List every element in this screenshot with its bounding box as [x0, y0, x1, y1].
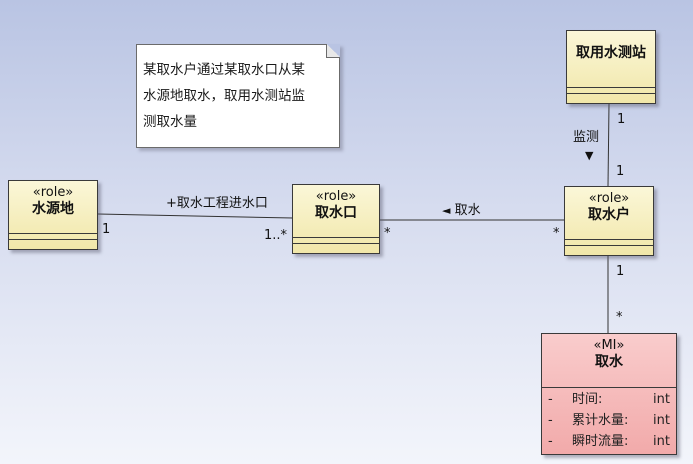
association-source-intake[interactable] — [97, 213, 294, 219]
attribute-row[interactable]: - 累计水量: int — [548, 412, 670, 430]
multiplicity-user-top: 1 — [616, 164, 625, 179]
stereotype-role: «role» — [32, 185, 74, 200]
attribute-name: 时间: — [572, 392, 603, 407]
association-name-monitor: 监测 — [573, 130, 600, 145]
class-water-source[interactable]: «role» 水源地 — [8, 180, 98, 250]
note-line-1: 某取水户通过某取水口从某 — [143, 62, 305, 78]
attribute-row[interactable]: - 时间: int — [548, 391, 670, 409]
attribute-type: int — [653, 413, 670, 428]
association-name-text: 取水 — [454, 203, 481, 218]
class-name: 取用水测站 — [576, 45, 646, 61]
compartment-divider — [9, 233, 97, 234]
compartment-divider — [9, 239, 97, 240]
compartment-divider — [542, 387, 676, 388]
class-monitoring-station[interactable]: 取用水测站 — [566, 30, 656, 104]
class-intake[interactable]: «role» 取水口 — [292, 184, 380, 254]
attribute-row[interactable]: - 瞬时流量: int — [548, 433, 670, 451]
attribute-name: 瞬时流量: — [572, 434, 629, 449]
multiplicity-intake-side: * — [384, 226, 391, 241]
stereotype-role: «role» — [588, 191, 630, 206]
attribute-type: int — [653, 392, 670, 407]
multiplicity-intake: 1..* — [264, 228, 288, 243]
class-name: 取水口 — [315, 205, 357, 221]
compartment-divider — [565, 245, 653, 246]
multiplicity-withdrawal: * — [616, 310, 623, 325]
multiplicity-user-side: * — [553, 226, 560, 241]
multiplicity-user-bottom: 1 — [616, 264, 625, 279]
class-water-user[interactable]: «role» 取水户 — [564, 186, 654, 256]
note-box[interactable]: 某取水户通过某取水口从某 水源地取水，取用水测站监 测取水量 — [136, 44, 340, 148]
class-name: 水源地 — [32, 201, 74, 217]
attribute-type: int — [653, 434, 670, 449]
class-water-withdrawal[interactable]: «MI» 取水 - 时间: int - 累计水量: int - 瞬时流量: in… — [541, 333, 677, 455]
direction-arrow-left-icon: ◄ — [442, 204, 451, 217]
multiplicity-source: 1 — [102, 222, 111, 237]
note-line-3: 测取水量 — [143, 114, 197, 130]
compartment-divider — [567, 87, 655, 88]
association-station-user[interactable] — [607, 103, 610, 187]
class-name: 取水 — [595, 354, 623, 370]
compartment-divider — [567, 93, 655, 94]
role-label-intake-project: +取水工程进水口 — [166, 196, 268, 211]
note-fold-corner — [326, 44, 340, 58]
compartment-divider — [293, 243, 379, 244]
multiplicity-station-side: 1 — [617, 112, 626, 127]
stereotype-role: «role» — [315, 189, 357, 204]
note-line-2: 水源地取水，取用水测站监 — [143, 88, 305, 104]
direction-arrow-down-icon: ▼ — [585, 149, 594, 162]
compartment-divider — [565, 239, 653, 240]
stereotype-mi: «MI» — [593, 338, 625, 353]
visibility-marker: - — [548, 434, 553, 449]
compartment-divider — [293, 237, 379, 238]
association-name-withdraw: ◄ 取水 — [442, 203, 481, 219]
visibility-marker: - — [548, 392, 553, 407]
attribute-name: 累计水量: — [572, 413, 629, 428]
visibility-marker: - — [548, 413, 553, 428]
class-name: 取水户 — [588, 207, 630, 223]
